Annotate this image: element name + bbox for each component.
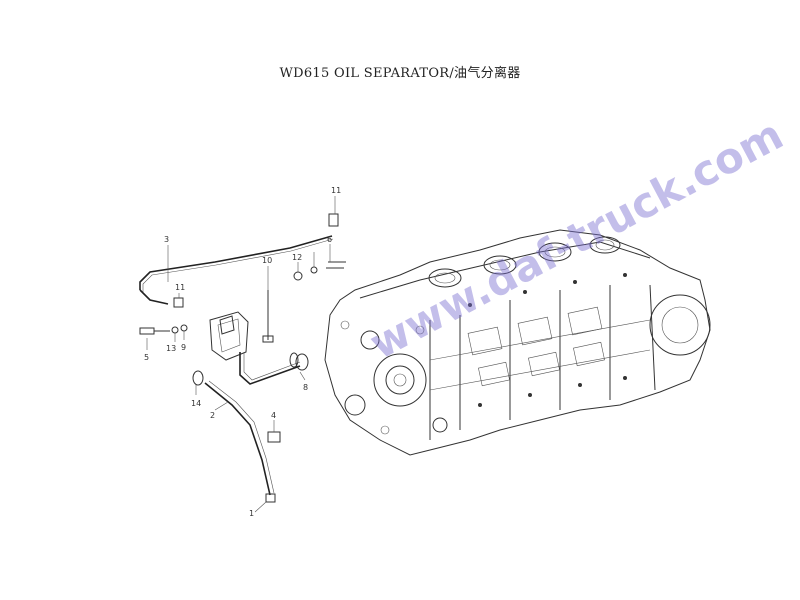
oil-return-pipe	[239, 352, 309, 385]
callout-13: 13	[166, 344, 176, 353]
callout-3: 3	[164, 235, 169, 244]
callout-1: 1	[249, 509, 254, 518]
callout-12-upper: 12	[292, 253, 302, 262]
callout-6: 6	[327, 235, 332, 244]
small-parts	[139, 213, 346, 443]
callout-2: 2	[210, 411, 215, 420]
breather-pipe-upper	[139, 235, 334, 305]
callout-8: 8	[303, 383, 308, 392]
leader-lines	[146, 196, 336, 513]
oil-separator-body	[209, 311, 249, 361]
callout-10: 10	[262, 256, 272, 265]
diagram-title: WD615 OIL SEPARATOR/油气分离器	[279, 66, 521, 81]
callout-numbers: 11 3 10 6 12 11 5 13 9 8 14 2 4 1	[144, 186, 341, 518]
callout-4: 4	[271, 411, 276, 420]
callout-5: 5	[144, 353, 149, 362]
callout-11-top: 11	[331, 186, 341, 195]
callout-14: 14	[191, 399, 201, 408]
callout-9: 9	[181, 343, 186, 352]
engine-block	[324, 229, 711, 456]
drain-pipe	[204, 380, 276, 503]
callout-11-left: 11	[175, 283, 185, 292]
watermark-text: www.daf-truck.com	[362, 110, 791, 369]
